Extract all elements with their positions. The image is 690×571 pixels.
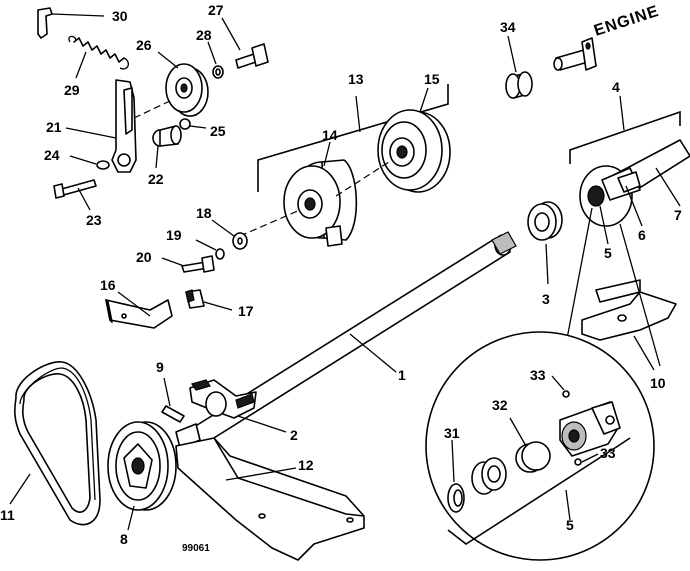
callout-5: 5 — [604, 245, 612, 261]
part-26-idler-pulley — [157, 51, 209, 117]
part-20-bolt — [161, 255, 215, 273]
callout-11: 11 — [0, 507, 15, 523]
part-34-spacer — [505, 35, 533, 99]
callout-32: 32 — [492, 397, 508, 413]
part-27-bolt — [221, 17, 269, 69]
figure-number: 99061 — [182, 543, 210, 554]
part-2-pillow-bearing — [189, 379, 287, 433]
callout-30: 30 — [112, 8, 128, 24]
callout-15: 15 — [424, 71, 440, 87]
part-15-clutch-pulley — [377, 87, 451, 193]
callout-8: 8 — [120, 531, 128, 547]
callout-23: 23 — [86, 212, 102, 228]
assembly-13-bracket — [257, 84, 449, 192]
callout-26: 26 — [136, 37, 152, 53]
part-28-washer — [207, 41, 224, 79]
callout-3: 3 — [542, 291, 550, 307]
callout-1: 1 — [398, 367, 406, 383]
part-8-drive-pulley — [107, 421, 177, 531]
part-14-electric-clutch — [283, 141, 358, 247]
part-7-u-joint-shaft — [579, 139, 690, 245]
part-29-spring — [68, 35, 129, 79]
part-22-spacer — [152, 125, 182, 169]
callout-22: 22 — [148, 171, 164, 187]
engine-label: ENGINE — [592, 3, 661, 40]
callout-17: 17 — [238, 303, 254, 319]
callout-21: 21 — [46, 119, 62, 135]
callout-6: 6 — [638, 227, 646, 243]
engine-crankshaft — [553, 37, 597, 71]
part-33-ball-lower — [574, 458, 582, 466]
callout-24: 24 — [44, 147, 60, 163]
part-23-bolt — [53, 179, 97, 211]
part-30-bracket — [37, 7, 105, 39]
part-3-bearing — [527, 201, 563, 285]
part-24-washer — [69, 155, 110, 170]
callout-29: 29 — [64, 82, 80, 98]
callout-10: 10 — [650, 375, 666, 391]
part-19-lockwasher — [195, 239, 225, 260]
callout-33-top: 33 — [530, 367, 546, 383]
detail-view-circle — [425, 207, 661, 561]
part-25-nut — [179, 118, 207, 130]
part-11-drive-belt — [9, 361, 101, 526]
callout-7: 7 — [674, 207, 682, 223]
callout-33-bottom: 33 — [600, 445, 616, 461]
callout-12: 12 — [298, 457, 314, 473]
part-12-frame-bracket — [175, 437, 365, 561]
assembly-4-bracket — [569, 95, 681, 164]
callout-4: 4 — [612, 79, 620, 95]
callout-20: 20 — [136, 249, 152, 265]
part-16-anti-rotation-bracket — [105, 291, 173, 329]
callout-31: 31 — [444, 425, 460, 441]
part-17-clip — [185, 289, 233, 311]
part-9-key — [161, 377, 185, 423]
callout-14: 14 — [322, 127, 338, 143]
callout-19: 19 — [166, 227, 182, 243]
callout-27: 27 — [208, 2, 224, 18]
callout-28: 28 — [196, 27, 212, 43]
callout-2: 2 — [290, 427, 298, 443]
callout-5-detail: 5 — [566, 517, 574, 533]
part-33-ball — [562, 390, 570, 398]
callout-18: 18 — [196, 205, 212, 221]
callout-25: 25 — [210, 123, 226, 139]
callout-13: 13 — [348, 71, 364, 87]
part-10-mount-bracket — [581, 279, 677, 371]
callout-16: 16 — [100, 277, 116, 293]
part-21-idler-arm — [65, 79, 137, 173]
part-18-washer — [211, 219, 248, 250]
callout-34: 34 — [500, 19, 516, 35]
callout-9: 9 — [156, 359, 164, 375]
